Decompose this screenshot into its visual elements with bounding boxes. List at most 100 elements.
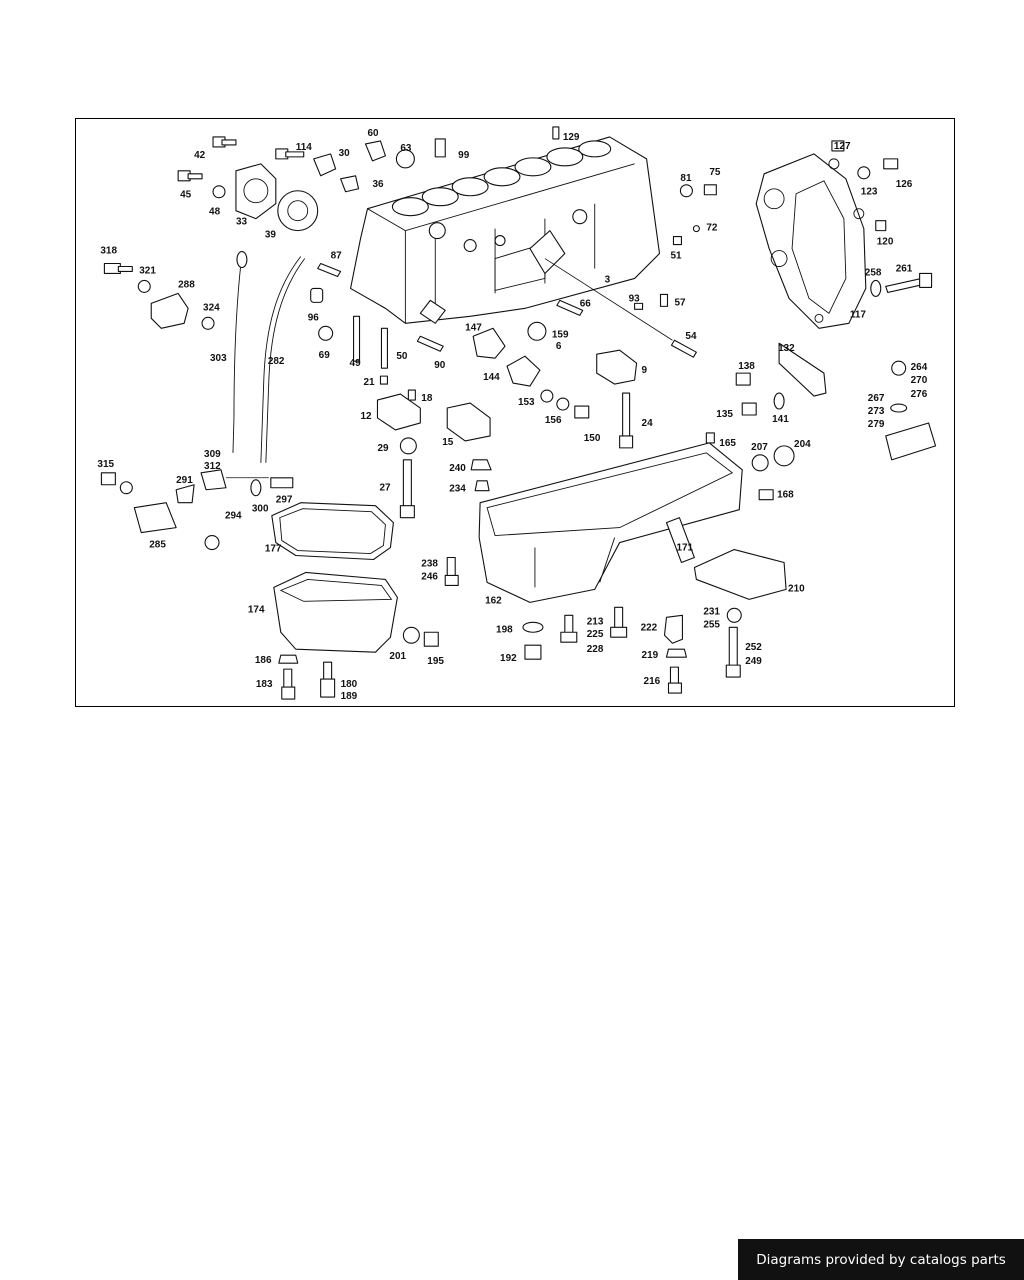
part-label: 282 — [268, 356, 285, 367]
part-label: 195 — [427, 656, 444, 667]
part-label: 309 — [204, 449, 221, 460]
part-label: 222 — [641, 622, 658, 633]
exploded-engine-diagram: 42 114 60 30 63 99 129 127 45 48 36 33 3… — [97, 126, 937, 702]
part-label: 141 — [772, 414, 789, 425]
part-label: 66 — [580, 298, 592, 309]
part-label: 276 — [911, 389, 928, 400]
part-label: 171 — [676, 543, 693, 554]
part-label: 162 — [485, 595, 502, 606]
part-label: 312 — [204, 461, 221, 472]
part-label: 60 — [368, 128, 380, 139]
part-label: 72 — [706, 223, 718, 234]
part-label: 252 — [745, 642, 762, 653]
part-label: 48 — [209, 207, 221, 218]
part-label: 15 — [442, 437, 454, 448]
part-label: 261 — [896, 263, 913, 274]
part-label: 210 — [788, 583, 805, 594]
part-label: 219 — [642, 650, 659, 661]
part-label: 165 — [719, 438, 736, 449]
part-label: 246 — [421, 571, 438, 582]
part-label: 189 — [341, 691, 358, 702]
part-label: 150 — [584, 433, 601, 444]
part-label: 42 — [194, 150, 206, 161]
part-label: 285 — [149, 540, 166, 551]
part-label: 321 — [139, 265, 156, 276]
part-label: 238 — [421, 558, 438, 569]
part-label: 117 — [850, 309, 867, 320]
part-label: 36 — [372, 179, 384, 190]
part-label: 18 — [421, 393, 433, 404]
part-label: 30 — [339, 148, 351, 159]
part-label: 213 — [587, 616, 604, 627]
part-label: 318 — [100, 246, 117, 257]
part-label: 93 — [629, 293, 641, 304]
part-label: 207 — [751, 442, 768, 453]
part-label: 159 — [552, 329, 569, 340]
part-label: 120 — [877, 237, 894, 248]
part-label: 126 — [896, 179, 913, 190]
part-label: 300 — [252, 504, 269, 515]
part-label: 186 — [255, 655, 272, 666]
part-label: 81 — [680, 173, 692, 184]
part-label: 201 — [389, 651, 406, 662]
small-parts — [100, 126, 937, 700]
part-label: 225 — [587, 629, 604, 640]
credit-banner: Diagrams provided by catalogs parts — [738, 1239, 1024, 1280]
part-label: 153 — [518, 397, 535, 408]
part-label: 273 — [868, 406, 885, 417]
part-label: 240 — [449, 463, 466, 474]
oil-pan-upper — [478, 442, 743, 603]
part-label: 39 — [265, 230, 277, 241]
part-label: 270 — [911, 375, 928, 386]
part-label: 129 — [563, 132, 580, 143]
part-label: 231 — [703, 606, 720, 617]
part-label: 12 — [361, 411, 373, 422]
part-label: 27 — [379, 483, 391, 494]
part-label: 288 — [178, 279, 195, 290]
part-label: 87 — [331, 251, 343, 262]
engine-block — [350, 136, 661, 324]
part-label: 123 — [861, 187, 878, 198]
parts-diagram: 42 114 60 30 63 99 129 127 45 48 36 33 3… — [75, 118, 955, 707]
part-label: 279 — [868, 419, 885, 430]
part-label: 127 — [834, 141, 851, 152]
part-label: 49 — [350, 358, 362, 369]
part-label: 216 — [644, 676, 661, 687]
oil-pan-lower — [273, 571, 398, 653]
part-label: 135 — [716, 409, 733, 420]
part-label: 90 — [434, 360, 446, 371]
part-label: 9 — [642, 365, 648, 376]
part-label: 294 — [225, 511, 242, 522]
part-label: 114 — [296, 142, 313, 153]
part-label: 75 — [709, 167, 721, 178]
part-label: 264 — [911, 362, 928, 373]
credit-text: Diagrams provided by catalogs parts — [756, 1251, 1006, 1268]
part-label: 315 — [97, 459, 114, 470]
part-label: 303 — [210, 353, 227, 364]
part-label: 204 — [794, 439, 811, 450]
part-label: 132 — [778, 343, 795, 354]
part-label: 174 — [248, 604, 265, 615]
part-label: 147 — [465, 322, 482, 333]
part-label: 45 — [180, 190, 192, 201]
dipstick — [232, 263, 242, 453]
part-label: 21 — [364, 377, 376, 388]
part-label: 192 — [500, 653, 517, 664]
part-label: 29 — [377, 443, 389, 454]
part-label: 234 — [449, 484, 466, 495]
part-label: 267 — [868, 393, 885, 404]
part-label: 228 — [587, 644, 604, 655]
part-label: 69 — [319, 350, 331, 361]
part-label: 177 — [265, 544, 282, 555]
part-label: 324 — [203, 302, 220, 313]
part-label: 54 — [685, 331, 697, 342]
part-label: 144 — [483, 372, 500, 383]
part-label: 24 — [642, 418, 654, 429]
part-label: 33 — [236, 217, 248, 228]
part-label: 180 — [341, 679, 358, 690]
part-label: 255 — [703, 619, 720, 630]
part-label: 249 — [745, 656, 762, 667]
part-label: 57 — [674, 297, 686, 308]
part-label: 3 — [605, 274, 611, 285]
oil-pan-gasket — [271, 502, 394, 561]
